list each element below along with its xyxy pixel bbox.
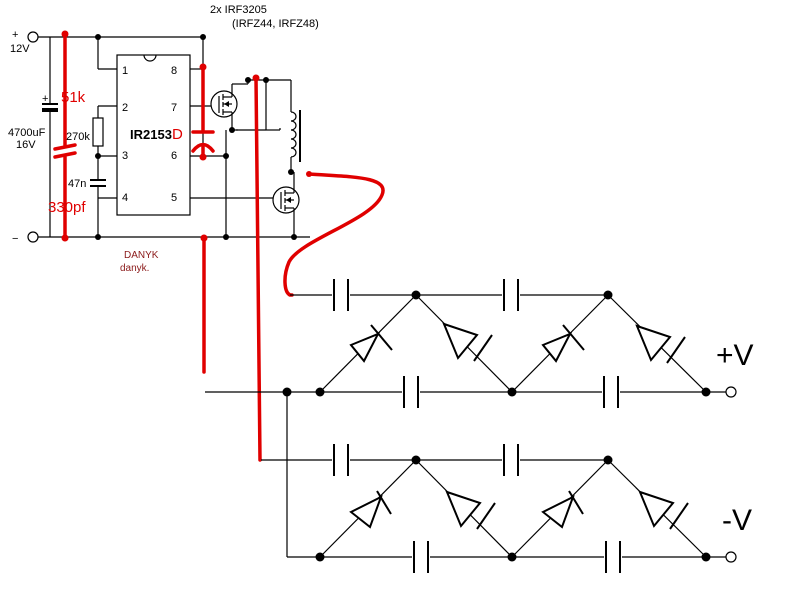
red-output-wiring: [200, 74, 385, 462]
node-ls-source: [291, 234, 297, 240]
supply-capacitor: +: [42, 37, 58, 237]
red-mod-left: [53, 30, 77, 242]
node-rail-pin8: [200, 34, 206, 40]
credit-line2: danyk.: [120, 263, 149, 274]
timing-capacitor: [90, 179, 106, 187]
supply-plus-label: +: [12, 29, 18, 41]
ic-body: [116, 54, 191, 216]
positive-multiplier: [205, 279, 726, 408]
mosfet-part-label: 2x IRF3205: [210, 4, 267, 16]
supply-minus-label: −: [12, 233, 18, 245]
r-mod-label: 51k: [61, 89, 86, 106]
node-pin6: [223, 153, 229, 159]
node-trafo-top: [263, 77, 269, 83]
ic-pin5-label: 5: [171, 192, 177, 204]
ic-pin8-label: 8: [171, 65, 177, 77]
positive-output-label: +V: [716, 339, 754, 372]
negative-multiplier: [261, 392, 726, 573]
credit-line1: DANYK: [124, 250, 159, 261]
supply-voltage-label: 12V: [10, 43, 30, 55]
negative-output-label: -V: [722, 504, 752, 537]
c-mod-label: 330pf: [48, 199, 86, 216]
node-trafo-bottom: [288, 169, 294, 175]
ic-pin2-label: 2: [122, 102, 128, 114]
ic-pin4-label: 4: [122, 192, 128, 204]
ct-label: 47n: [68, 178, 86, 190]
transformer: [236, 79, 301, 172]
ic-pin1-label: 1: [122, 65, 128, 77]
red-bootstrap-capacitor: [191, 63, 215, 161]
negative-output-terminal: [725, 551, 737, 563]
timing-resistor: [92, 117, 104, 147]
ic-notch: [143, 54, 157, 62]
cap-value-label: 4700uF: [8, 127, 46, 139]
node-hs-source: [229, 127, 235, 133]
ic-suffix-label: D: [172, 126, 183, 143]
ic-name-label: IR2153: [130, 127, 172, 142]
cap-polarity-label: +: [42, 93, 48, 105]
supply-minus-terminal: [27, 231, 39, 243]
high-side-mosfet: [210, 83, 248, 131]
node-gnd-mid: [223, 234, 229, 240]
node-pin3: [95, 153, 101, 159]
positive-output-terminal: [725, 386, 737, 398]
node-gnd-left: [95, 234, 101, 240]
ic-pin3-label: 3: [122, 150, 128, 162]
rt-label: 270k: [66, 131, 90, 143]
low-side-mosfet: [272, 172, 300, 237]
supply-plus-terminal: [27, 31, 39, 43]
ic-pin7-label: 7: [171, 102, 177, 114]
ic-left-wiring: [97, 37, 117, 237]
cap-voltage-label: 16V: [16, 139, 36, 151]
node-rail-pin1: [95, 34, 101, 40]
ic-pin6-label: 6: [171, 150, 177, 162]
mosfet-alt-label: (IRFZ44, IRFZ48): [232, 18, 319, 30]
